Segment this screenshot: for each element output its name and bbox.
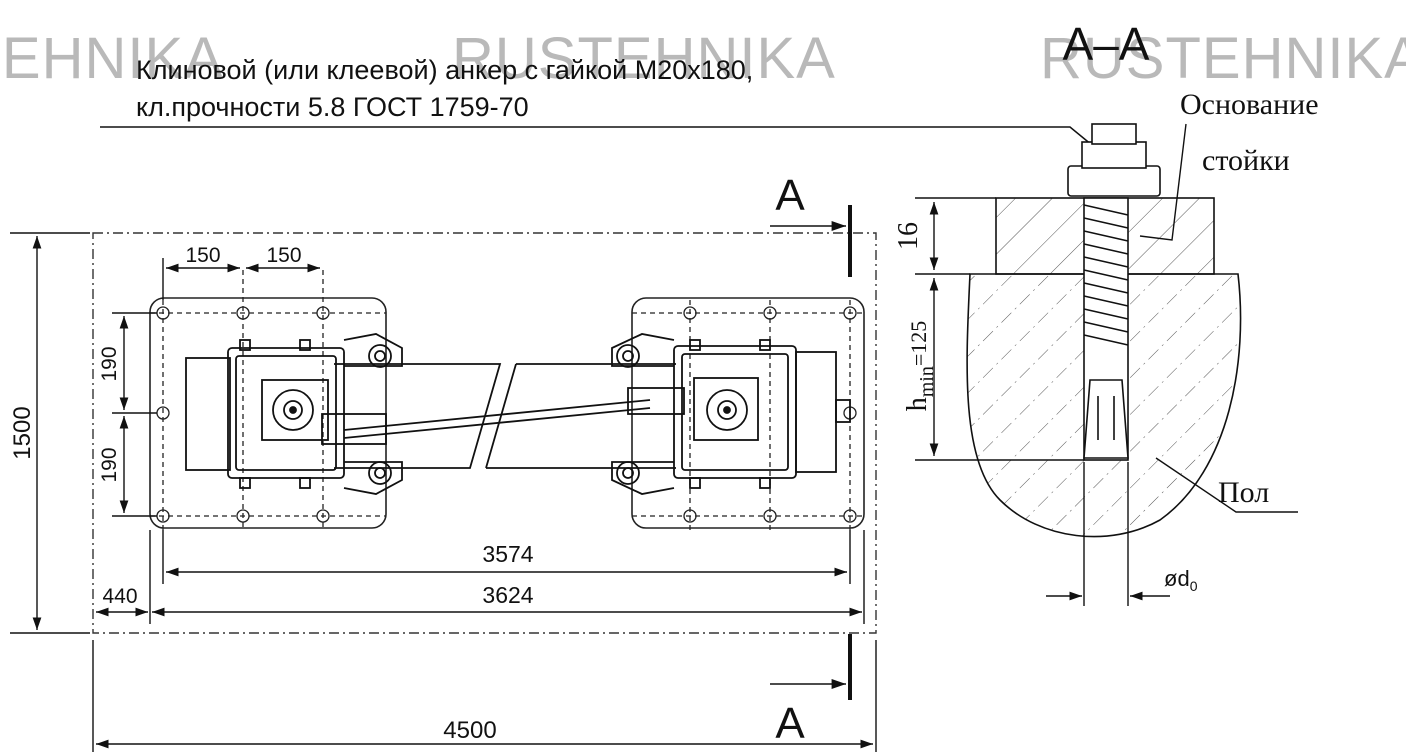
plan-dimension-lines — [10, 232, 877, 752]
dim-hole-spacing-x1: 150 — [185, 244, 220, 267]
watermark-left: RUSTEHNIKA — [0, 26, 224, 91]
right-base-plate — [631, 297, 865, 529]
section-title: А–А — [1063, 18, 1150, 70]
section-marker-bottom — [770, 634, 852, 700]
dim-base-thickness: 16 — [893, 222, 924, 250]
right-anchor-holes — [632, 300, 864, 530]
left-post — [185, 333, 403, 495]
anchor-bolt — [1067, 123, 1161, 461]
dim-offset: 440 — [102, 585, 137, 608]
label-base-line1: Основание — [1180, 88, 1319, 121]
right-post — [611, 333, 851, 495]
section-marker-top — [770, 205, 852, 277]
dim-hmin-h: h — [902, 397, 933, 411]
anchor-note-line1: Клиновой (или клеевой) анкер с гайкой М2… — [136, 55, 754, 85]
label-floor: Пол — [1218, 476, 1269, 509]
dim-diameter-label: ød — [1164, 566, 1190, 591]
svg-text:hmin=125: hmin=125 — [902, 321, 938, 412]
section-dimension-lines — [915, 123, 1298, 606]
anchor-note-line2: кл.прочности 5.8 ГОСТ 1759-70 — [136, 92, 529, 122]
anchor-leader-line — [100, 126, 1099, 151]
dim-hole-spacing-y1: 190 — [98, 346, 121, 381]
dim-diameter: ød0 — [1164, 566, 1198, 594]
dim-overall-width: 1500 — [9, 406, 36, 459]
dim-hmin-sub: min — [916, 366, 938, 397]
label-base-line2: стойки — [1202, 144, 1290, 177]
section-letter-bottom: А — [775, 699, 805, 748]
dim-span-inner: 3574 — [482, 541, 533, 567]
dim-hmin-value: =125 — [906, 321, 931, 366]
dim-span-outer: 3624 — [482, 582, 533, 608]
dim-hole-spacing-x2: 150 — [266, 244, 301, 267]
dim-diameter-sub: 0 — [1190, 578, 1198, 594]
dim-overall-length: 4500 — [443, 717, 496, 744]
overhead-beam — [321, 363, 685, 469]
watermark-center: RUSTEHNIKA — [452, 26, 836, 91]
section-letter-top: А — [775, 171, 805, 220]
footprint-outline — [92, 232, 877, 634]
dim-hole-spacing-y2: 190 — [98, 447, 121, 482]
watermark-right: RUSTEHNIKA — [1040, 26, 1406, 91]
